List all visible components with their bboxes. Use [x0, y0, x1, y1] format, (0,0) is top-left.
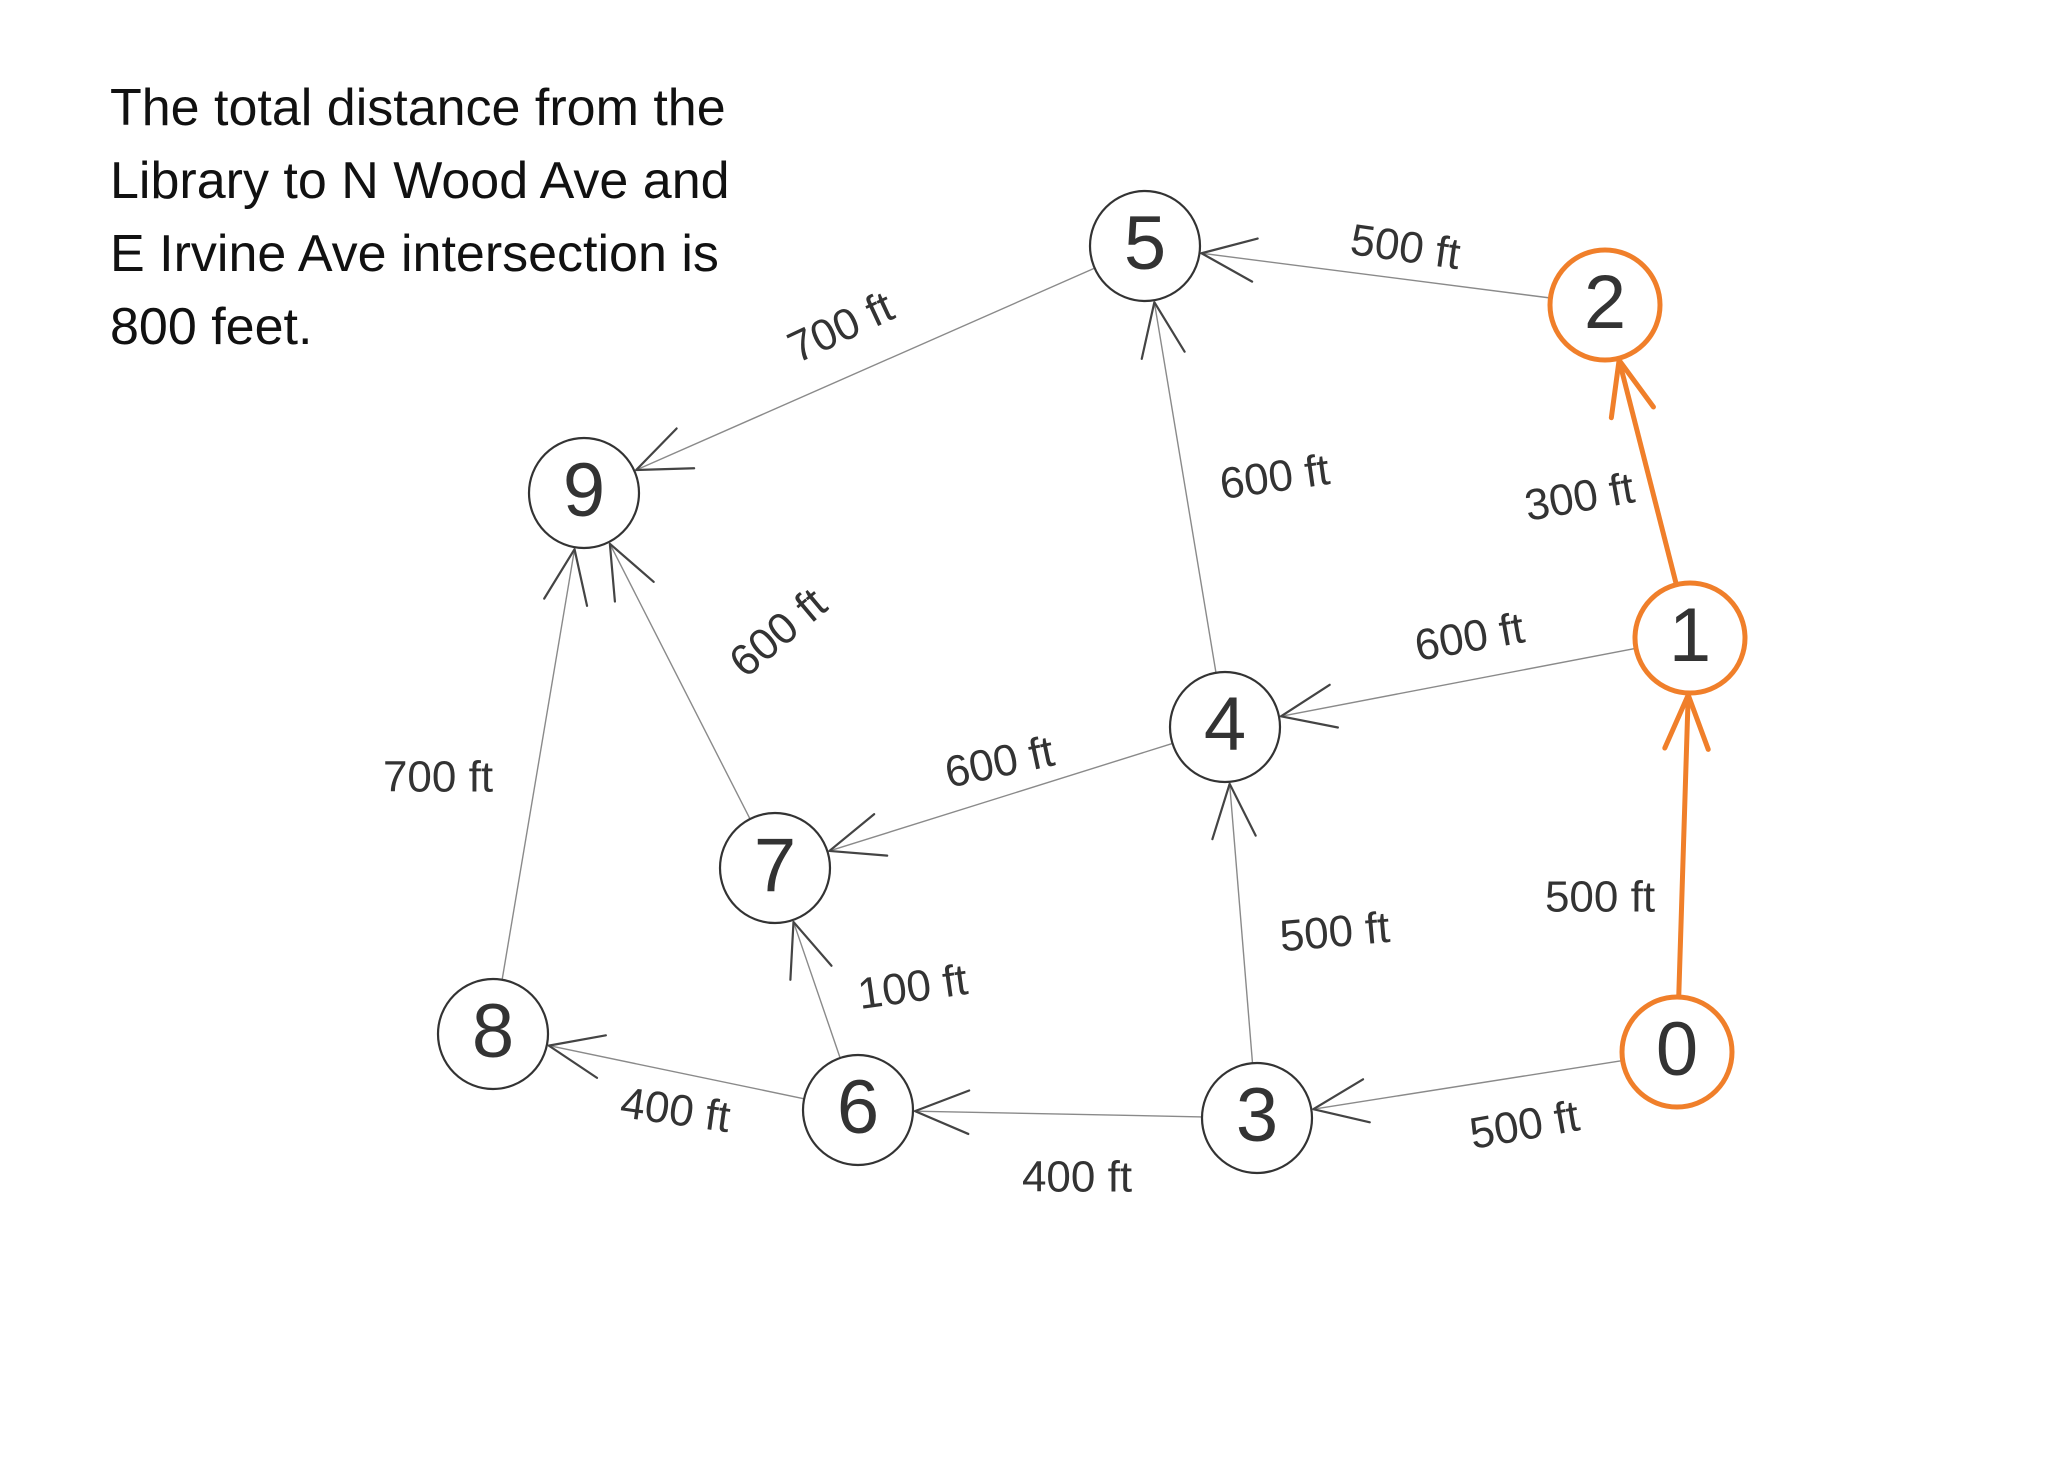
caption-line: E Irvine Ave intersection is	[110, 225, 719, 283]
node-circle	[1200, 1061, 1314, 1175]
arrowhead-icon	[1140, 301, 1186, 360]
edge-labels-layer: 500 ft 300 ft 500 ft 600 ft 600 ft 500 ft 500 …	[383, 215, 1655, 1201]
node-0: 0	[1619, 994, 1735, 1110]
edge-line	[1676, 694, 1691, 998]
caption-text: The total distance from the Library to N…	[110, 72, 830, 364]
node-label: 6	[837, 1065, 879, 1150]
edge-8-to-9	[501, 548, 589, 980]
edge-label: 600 ft	[940, 727, 1058, 798]
node-circle	[1619, 994, 1735, 1110]
node-circle	[1632, 580, 1748, 696]
edge-label: 500 ft	[1545, 873, 1655, 922]
node-circle	[718, 811, 832, 925]
caption-line: The total distance from the	[110, 79, 726, 137]
edge-line	[548, 1044, 805, 1100]
arrowhead-icon	[1312, 1078, 1371, 1124]
edge-label: 500 ft	[1278, 903, 1392, 961]
edge-7-to-9	[608, 542, 751, 820]
edge-6-to-8	[547, 1034, 805, 1100]
arrowhead-icon	[1211, 782, 1257, 841]
edge-line	[501, 549, 576, 980]
edge-0-to-3	[1312, 1059, 1623, 1124]
arrowhead-icon	[828, 813, 889, 857]
edge-label: 400 ft	[617, 1078, 733, 1142]
edge-2-to-5	[1200, 237, 1551, 299]
edge-0-to-1	[1662, 692, 1711, 998]
node-circle	[436, 977, 550, 1091]
node-label: 4	[1204, 682, 1246, 767]
caption-line: Library to N Wood Ave and	[110, 152, 730, 210]
edge-3-to-6	[913, 1089, 1203, 1136]
arrowhead-icon	[1279, 683, 1339, 729]
edge-1-to-4	[1279, 647, 1637, 729]
edge-label: 500 ft	[1347, 215, 1463, 279]
node-9: 9	[527, 436, 641, 550]
node-7: 7	[718, 811, 832, 925]
edges-layer	[501, 237, 1711, 1136]
node-label: 2	[1584, 260, 1626, 345]
edge-3-to-4	[1211, 782, 1257, 1064]
edge-label: 500 ft	[1466, 1091, 1583, 1158]
node-5: 5	[1088, 189, 1202, 303]
node-label: 0	[1656, 1007, 1698, 1092]
node-circle	[1168, 670, 1282, 784]
edge-line	[792, 921, 841, 1059]
arrowhead-icon	[543, 548, 589, 607]
edge-label: 300 ft	[1521, 463, 1638, 530]
node-label: 1	[1669, 593, 1711, 678]
edge-line	[1153, 302, 1217, 673]
edge-line	[635, 267, 1095, 471]
edge-line	[609, 543, 751, 820]
edge-label: 600 ft	[1411, 603, 1528, 670]
node-circle	[527, 436, 641, 550]
node-1: 1	[1632, 580, 1748, 696]
edge-6-to-7	[789, 920, 841, 1059]
nodes-layer: 0 1 2 3 4 5 6 7 8 9	[436, 189, 1748, 1175]
edge-label: 600 ft	[720, 579, 836, 687]
node-8: 8	[436, 977, 550, 1091]
node-label: 7	[754, 823, 796, 908]
arrowhead-icon	[608, 542, 655, 603]
node-circle	[1547, 247, 1663, 363]
edge-line	[1201, 252, 1551, 299]
arrowhead-icon	[789, 920, 833, 981]
edge-5-to-9	[635, 267, 1095, 472]
arrowhead-icon	[913, 1089, 971, 1136]
edge-4-to-5	[1140, 301, 1217, 673]
edge-line	[1228, 783, 1254, 1064]
edge-line	[914, 1110, 1203, 1118]
edge-4-to-7	[828, 742, 1173, 857]
node-3: 3	[1200, 1061, 1314, 1175]
arrowhead-icon	[635, 427, 696, 472]
node-label: 3	[1236, 1073, 1278, 1158]
caption-line: 800 feet.	[110, 298, 313, 356]
arrowhead-icon	[1200, 237, 1259, 283]
node-circle	[1088, 189, 1202, 303]
node-4: 4	[1168, 670, 1282, 784]
node-2: 2	[1547, 247, 1663, 363]
node-label: 5	[1124, 201, 1166, 286]
edge-label: 700 ft	[383, 753, 493, 802]
edge-label: 700 ft	[781, 282, 901, 373]
arrowhead-icon	[547, 1034, 607, 1079]
edge-label: 100 ft	[855, 955, 971, 1019]
node-label: 8	[472, 989, 514, 1074]
edge-line	[1616, 359, 1679, 586]
edge-label: 400 ft	[1022, 1153, 1132, 1202]
edge-line	[1280, 647, 1637, 717]
edge-line	[1313, 1059, 1623, 1110]
node-6: 6	[801, 1053, 915, 1167]
edge-label: 600 ft	[1217, 445, 1333, 509]
edge-line	[829, 742, 1173, 852]
node-circle	[801, 1053, 915, 1167]
node-label: 9	[563, 448, 605, 533]
